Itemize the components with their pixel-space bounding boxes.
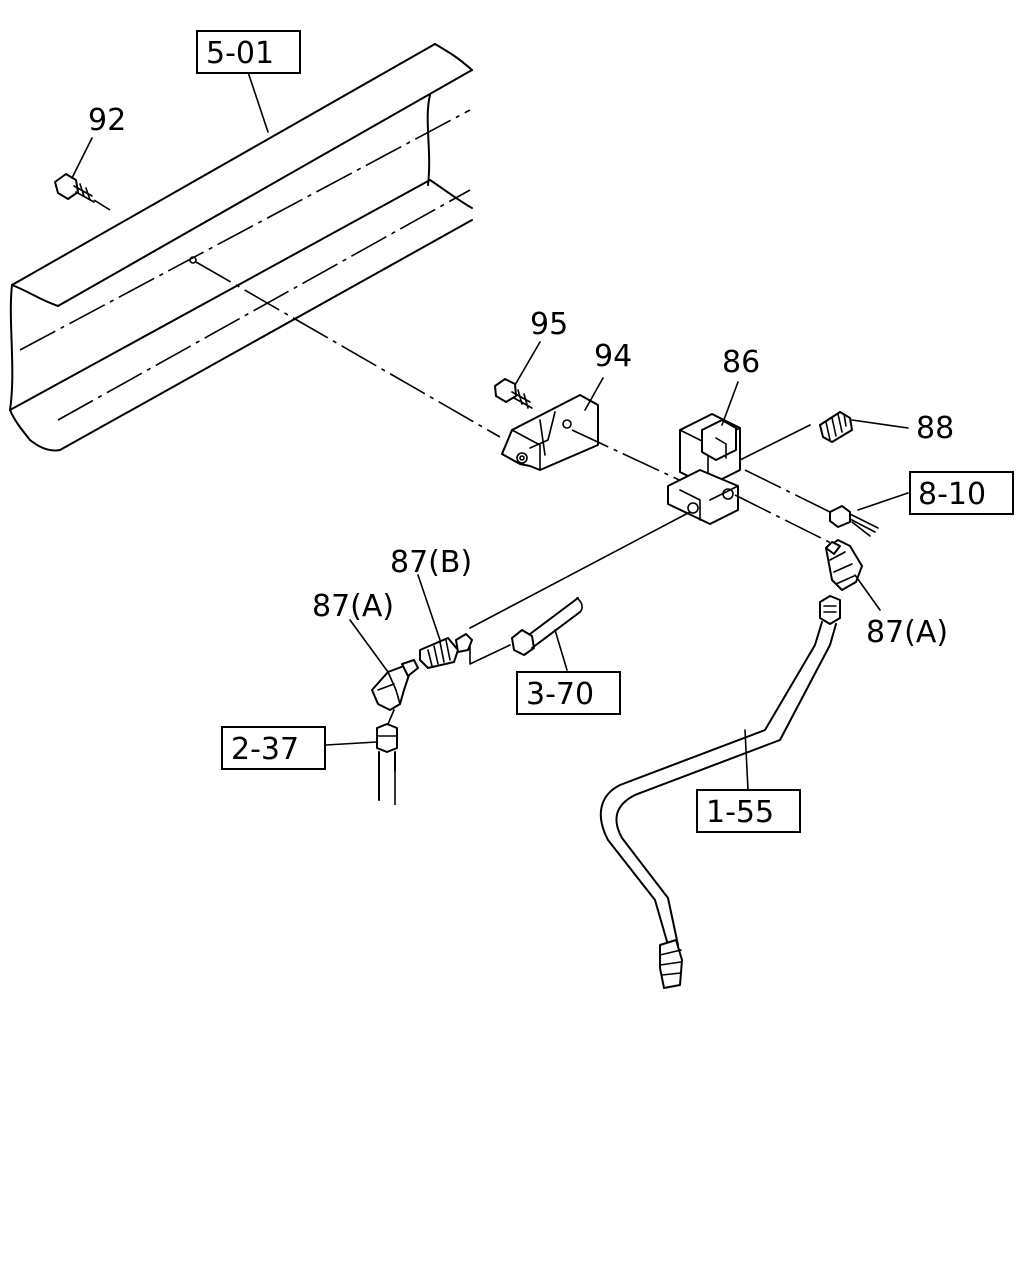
ref-box-8-10 <box>909 471 1014 515</box>
ref-box-3-70 <box>516 671 621 715</box>
centerline-hole-to-bracket <box>195 261 501 438</box>
pipe-3-70 <box>469 597 583 665</box>
valve-86 <box>667 413 741 525</box>
ref-label-5-01: 5-01 <box>206 36 274 71</box>
part-label-95: 95 <box>530 307 568 342</box>
connector-8-10 <box>829 505 879 537</box>
centerline-valve-to-87a-right <box>734 494 836 546</box>
ref-label-3-70: 3-70 <box>526 677 594 712</box>
frame-rail <box>9 43 473 452</box>
part-label-94: 94 <box>594 339 632 374</box>
fitting-87b <box>419 633 473 669</box>
ref-label-2-37: 2-37 <box>231 732 299 767</box>
plug-88 <box>819 411 853 443</box>
pipe-2-37 <box>376 709 398 805</box>
mounting-hole <box>189 256 197 264</box>
part-label-87b: 87(B) <box>390 545 472 580</box>
bolt-95 <box>494 378 533 409</box>
leader-lines <box>71 71 909 791</box>
ref-box-1-55 <box>696 789 801 833</box>
centerline-valve-to-8-10 <box>744 469 831 513</box>
part-label-88: 88 <box>916 411 954 446</box>
part-label-87a-left: 87(A) <box>312 589 394 624</box>
ref-label-8-10: 8-10 <box>918 477 986 512</box>
part-label-92: 92 <box>88 103 126 138</box>
ref-box-5-01 <box>196 30 301 74</box>
bracket-94 <box>501 394 599 471</box>
line-valve-to-87b <box>469 511 691 629</box>
ref-box-2-37 <box>221 726 326 770</box>
bolt-92 <box>54 173 111 211</box>
elbow-87a-left <box>371 659 419 711</box>
centerline-bracket-to-valve <box>571 429 691 486</box>
ref-label-1-55: 1-55 <box>706 795 774 830</box>
hose-1-55 <box>599 595 841 989</box>
part-label-87a-right: 87(A) <box>866 615 948 650</box>
part-label-86: 86 <box>722 345 760 380</box>
line-to-88 <box>739 424 811 461</box>
elbow-87a-right <box>825 539 863 591</box>
